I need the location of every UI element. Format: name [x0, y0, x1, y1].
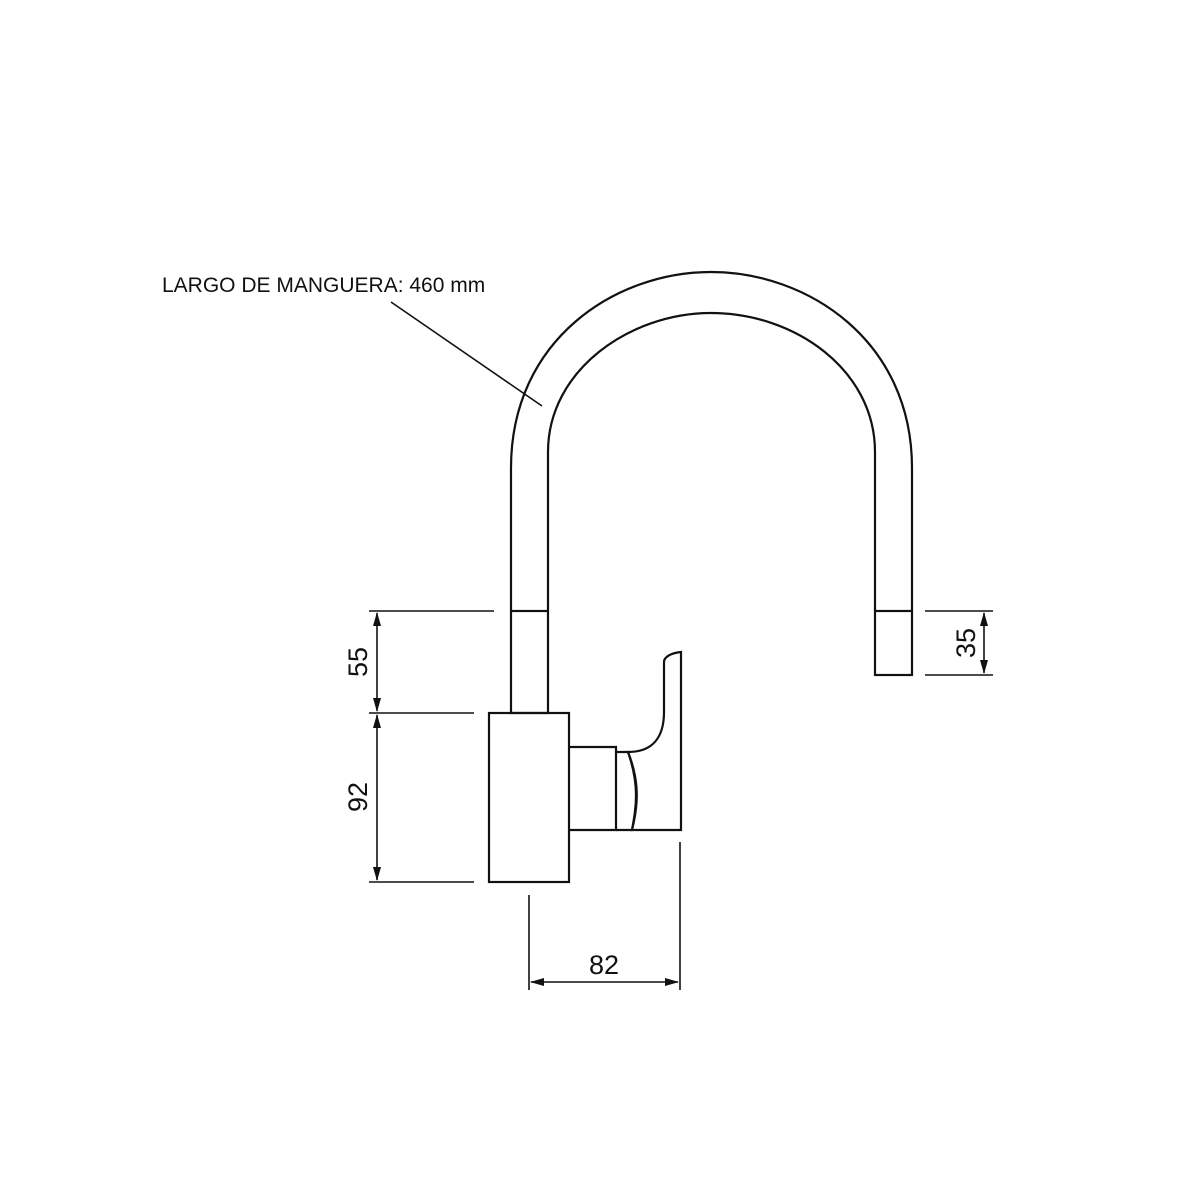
- dimension-label-92: 92: [343, 782, 373, 812]
- arrowhead-92-top: [373, 714, 381, 728]
- callout-label: LARGO DE MANGUERA: 460 mm: [162, 274, 485, 297]
- arrowhead-35-top: [980, 612, 988, 626]
- spout-collar: [509, 609, 550, 715]
- faucet-body: [487, 711, 571, 884]
- dimension-label-35: 35: [951, 628, 981, 658]
- lever-cartridge: [569, 745, 618, 832]
- arrowhead-82-left: [530, 978, 544, 986]
- nozzle-tip: [873, 609, 914, 677]
- arrowhead-55-bottom: [373, 698, 381, 712]
- arrowhead-82-right: [665, 978, 679, 986]
- lever-handle: [626, 650, 683, 832]
- dimension-label-55: 55: [343, 647, 373, 677]
- callout-leader-line: [390, 301, 543, 407]
- dimension-label-82: 82: [589, 950, 619, 980]
- arrowhead-92-bottom: [373, 867, 381, 881]
- arrowhead-55-top: [373, 612, 381, 626]
- arrowhead-35-bottom: [980, 660, 988, 674]
- hose-inner-outline: [546, 311, 877, 610]
- hose-outer-outline: [509, 270, 914, 610]
